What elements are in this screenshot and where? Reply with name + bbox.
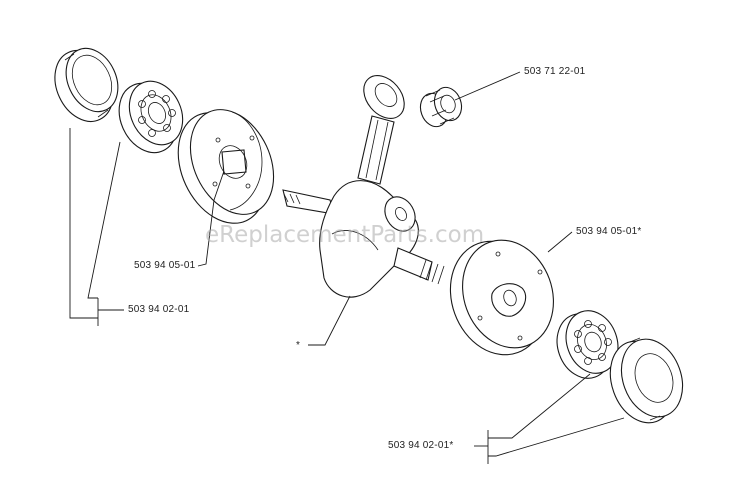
right-seal-ring <box>609 337 684 424</box>
label-flywheel-left: 503 94 05-01 <box>134 260 196 271</box>
right-ball-bearing <box>556 310 619 379</box>
left-seal-ring <box>54 47 119 122</box>
label-flywheel-right: 503 94 05-01* <box>576 226 642 237</box>
label-bearing-seal-right: 503 94 02-01* <box>388 440 454 451</box>
connecting-rod <box>357 75 405 185</box>
left-flywheel <box>177 109 275 224</box>
label-bearing-seal-left: 503 94 02-01 <box>128 304 190 315</box>
label-needle-bearing: 503 71 22-01 <box>524 66 586 77</box>
watermark: eReplacementParts.com <box>205 222 485 248</box>
crankshaft <box>282 180 445 298</box>
label-crankshaft: * <box>296 340 301 351</box>
leader-lines <box>69 71 625 464</box>
needle-bearing <box>419 86 463 128</box>
right-flywheel <box>449 239 554 356</box>
left-ball-bearing <box>118 80 184 154</box>
